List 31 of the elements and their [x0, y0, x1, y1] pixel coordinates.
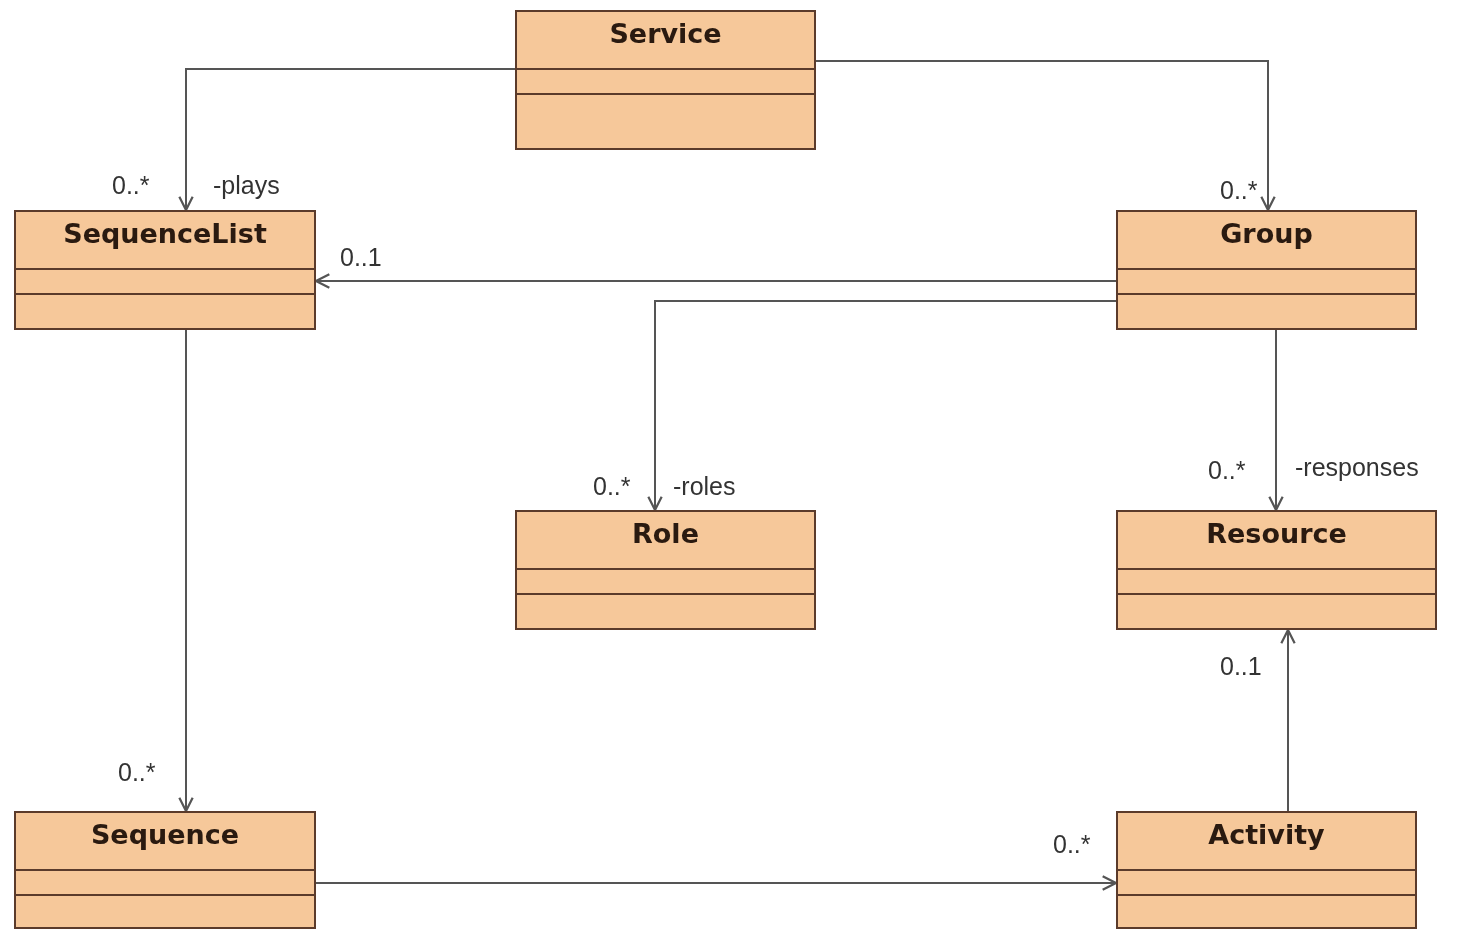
multiplicity-label: 0..* [118, 760, 156, 785]
class-box [1116, 210, 1417, 330]
multiplicity-label: 0..* [112, 173, 150, 198]
class-box [1116, 811, 1417, 929]
multiplicity-label: 0..* [1220, 178, 1258, 203]
association-arrow [178, 68, 516, 212]
association-arrow [178, 329, 194, 813]
class-name: Role [632, 518, 699, 549]
multiplicity-label: 0..1 [1220, 654, 1262, 679]
association-arrow [647, 300, 1117, 512]
multiplicity-label: 0..* [593, 474, 631, 499]
multiplicity-label: 0..* [1208, 458, 1246, 483]
class-name: Service [609, 18, 722, 49]
association-arrow [815, 60, 1276, 212]
association-arrow [1268, 329, 1284, 512]
class-box [14, 811, 316, 929]
class-box [1116, 510, 1437, 630]
class-box [515, 10, 816, 150]
multiplicity-label: -responses [1295, 455, 1419, 480]
association-arrow [315, 875, 1118, 891]
multiplicity-label: 0..* [1053, 832, 1091, 857]
class-name: SequenceList [63, 218, 267, 249]
class-box [14, 210, 316, 330]
class-name: Sequence [90, 819, 240, 850]
multiplicity-label: 0..1 [340, 245, 382, 270]
class-box [515, 510, 816, 630]
multiplicity-label: -roles [673, 474, 736, 499]
class-name: Activity [1208, 819, 1325, 850]
class-name: Group [1220, 218, 1313, 249]
class-name: Resource [1206, 518, 1347, 549]
association-arrow [1280, 628, 1296, 812]
